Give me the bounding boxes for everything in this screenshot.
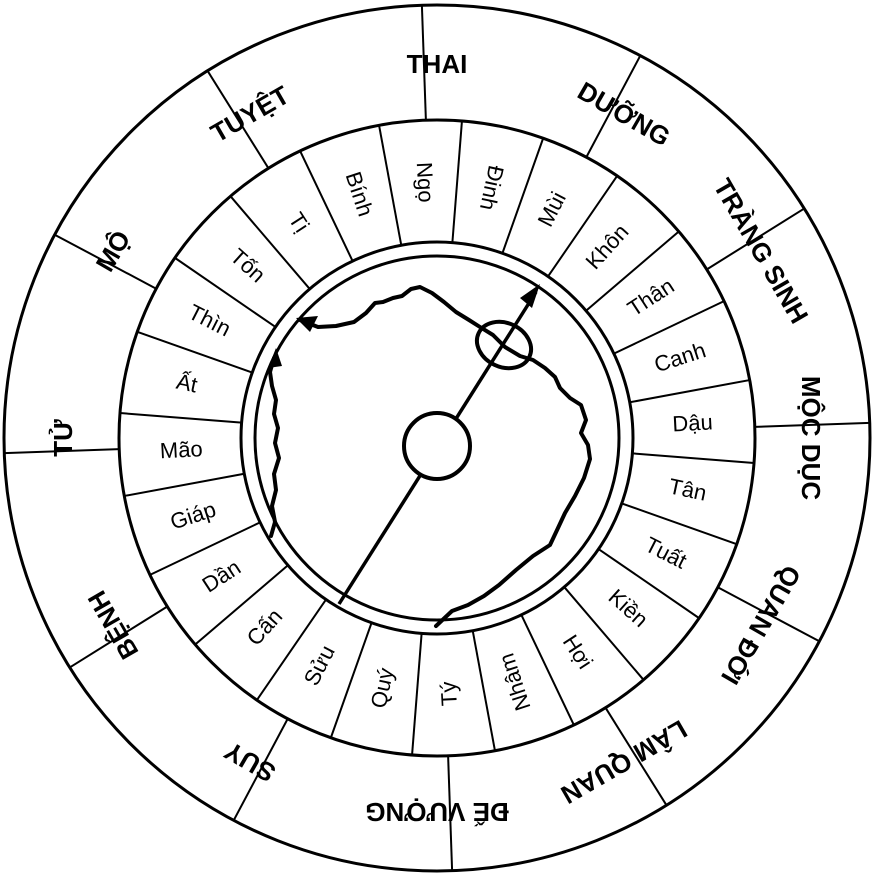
direction-divider bbox=[229, 195, 311, 290]
direction-label-tan: Tân bbox=[667, 473, 709, 505]
direction-divider bbox=[119, 412, 242, 424]
direction-divider bbox=[124, 472, 245, 497]
direction-label-ty: Tý bbox=[436, 681, 462, 707]
crossing-oval bbox=[474, 319, 534, 371]
direction-divider bbox=[256, 598, 327, 701]
stage-divider bbox=[420, 5, 427, 121]
direction-label-suu: Sửu bbox=[299, 641, 340, 689]
stage-divider bbox=[4, 448, 120, 455]
river-arrow-head bbox=[296, 316, 318, 332]
coast-line bbox=[268, 356, 281, 538]
compass-rings bbox=[2, 3, 872, 873]
direction-divider bbox=[547, 175, 618, 278]
stage-divider bbox=[754, 421, 870, 428]
stage-divider bbox=[585, 55, 642, 158]
axis-arrow-head bbox=[520, 284, 540, 308]
direction-divider bbox=[501, 137, 545, 254]
stage-divider bbox=[717, 586, 820, 643]
stage-label-mo: MỘ bbox=[90, 225, 137, 276]
inner-ring bbox=[239, 240, 635, 636]
direction-label-kien: Kiền bbox=[604, 584, 653, 632]
direction-divider bbox=[613, 300, 725, 355]
outer-ring bbox=[2, 3, 872, 873]
direction-divider bbox=[597, 548, 700, 619]
coast-arrow-head bbox=[268, 348, 282, 368]
stage-label-lam-quan: LÂM QUAN bbox=[556, 714, 692, 810]
direction-divider bbox=[194, 564, 289, 646]
stage-label-tu: TỬ bbox=[47, 419, 78, 457]
stage-divider bbox=[706, 207, 805, 271]
stage-divider bbox=[69, 605, 168, 669]
direction-divider bbox=[299, 150, 354, 262]
direction-divider bbox=[378, 125, 403, 246]
direction-label-khon: Khôn bbox=[581, 219, 634, 274]
direction-label-canh: Canh bbox=[651, 337, 709, 377]
direction-label-ton: Tốn bbox=[225, 243, 270, 287]
stage-divider bbox=[604, 707, 668, 806]
direction-divider bbox=[149, 521, 261, 576]
stage-dividers bbox=[4, 5, 870, 871]
direction-divider bbox=[621, 502, 738, 546]
direction-label-giap: Giáp bbox=[167, 496, 219, 534]
stage-label-benh: BỆNH bbox=[82, 586, 145, 665]
stage-label-moc-duc: MỘC DỤC bbox=[796, 376, 826, 500]
direction-label-mao: Mão bbox=[159, 436, 203, 463]
core-ring bbox=[253, 254, 621, 622]
direction-label-dau: Dậu bbox=[672, 409, 714, 436]
direction-divider bbox=[520, 614, 575, 726]
direction-label-dan: Dần bbox=[198, 555, 245, 598]
direction-label-hoi: Hợi bbox=[558, 630, 598, 673]
direction-divider bbox=[451, 120, 463, 243]
direction-label-can: Cấn bbox=[242, 604, 288, 651]
stage-label-thai: THAI bbox=[407, 49, 468, 79]
stage-label-suy: SUY bbox=[219, 736, 280, 789]
direction-label-mui: Mùi bbox=[533, 188, 571, 231]
direction-label-binh: Bính bbox=[341, 169, 379, 220]
stage-divider bbox=[54, 233, 157, 290]
stage-label-trang-sinh: TRÀNG SINH bbox=[708, 173, 815, 328]
direction-divider bbox=[563, 586, 645, 681]
stage-divider bbox=[206, 70, 270, 169]
direction-divider bbox=[174, 257, 277, 328]
direction-divider bbox=[471, 630, 496, 751]
central-map bbox=[268, 284, 592, 628]
direction-divider bbox=[585, 230, 680, 312]
direction-divider bbox=[329, 622, 373, 739]
direction-divider bbox=[136, 330, 253, 374]
direction-label-nham: Nhâm bbox=[494, 650, 536, 714]
stage-divider bbox=[232, 718, 289, 821]
direction-divider bbox=[632, 452, 755, 464]
direction-label-dinh: Đinh bbox=[475, 163, 509, 212]
river-line bbox=[298, 285, 592, 628]
direction-label-tuat: Tuất bbox=[641, 532, 691, 574]
stage-label-de-vuong: ĐẾ VƯỢNG bbox=[365, 797, 508, 827]
direction-label-quy: Quý bbox=[366, 666, 399, 711]
stage-label-quan-doi: QUAN ĐỚI bbox=[715, 560, 807, 689]
center-hub bbox=[402, 411, 472, 481]
direction-divider bbox=[411, 633, 423, 756]
direction-dividers bbox=[119, 120, 755, 756]
direction-label-ngo: Ngọ bbox=[412, 161, 439, 203]
stage-divider bbox=[447, 755, 454, 871]
direction-label-ti: Tị bbox=[284, 208, 315, 237]
direction-label-thin: Thìn bbox=[184, 299, 235, 341]
direction-label-than: Thân bbox=[623, 273, 679, 321]
direction-divider bbox=[629, 379, 750, 404]
middle-ring bbox=[117, 118, 757, 758]
direction-label-at: Ất bbox=[174, 369, 200, 398]
